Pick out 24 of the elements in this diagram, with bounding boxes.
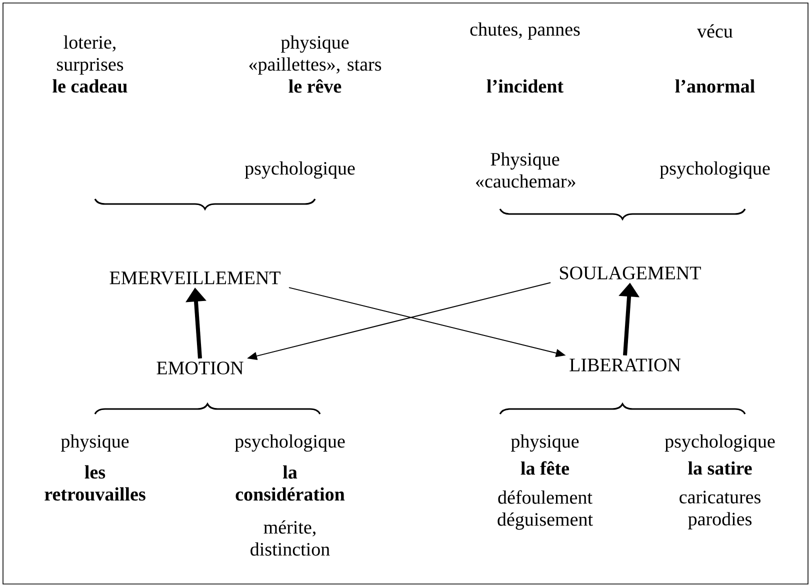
text-label: défoulement déguisement	[498, 490, 593, 530]
keyword-label: la considération	[236, 465, 345, 501]
text-label: psychologique	[244, 161, 355, 179]
keyword-label: la satire	[688, 461, 752, 475]
text-label: psychologique	[664, 434, 775, 452]
keyword-label: la fête	[520, 461, 570, 475]
text-label: physique	[61, 434, 129, 452]
keyword-label: les retrouvailles	[44, 465, 146, 501]
keyword-label: le rêve	[288, 79, 342, 93]
keyword-label: le cadeau	[52, 79, 128, 93]
text-label: Physique «cauchemar»	[476, 152, 576, 188]
text-label: vécu	[697, 24, 733, 38]
concept-label: EMOTION	[156, 362, 244, 374]
concept-label: LIBERATION	[570, 358, 681, 372]
text-label: psychologique	[660, 161, 770, 179]
keyword-label: l’anormal	[675, 79, 755, 93]
concept-label: SOULAGEMENT	[560, 266, 701, 280]
text-label: psychologique	[234, 434, 345, 452]
text-label: mérite, distinction	[250, 520, 330, 556]
text-label: caricatures parodies	[680, 490, 760, 530]
text-label: physique	[511, 434, 579, 452]
concept-label: EMERVEILLEMENT	[110, 272, 280, 284]
text-label: chutes, pannes	[470, 22, 580, 40]
keyword-label: l’incident	[486, 79, 564, 93]
